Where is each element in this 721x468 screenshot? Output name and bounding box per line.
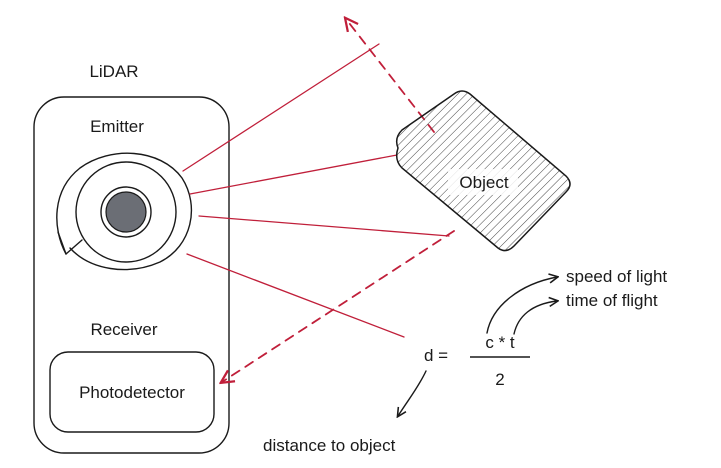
time-of-flight-arrow (513, 301, 557, 335)
lens-core (105, 191, 147, 233)
emitter-lens (56, 152, 193, 271)
lidar-housing (33, 96, 230, 454)
ray-down (186, 253, 405, 338)
speed-of-light-label: speed of light (566, 267, 667, 286)
speed-of-light-arrow (486, 277, 557, 334)
rotation-arrowhead-icon (57, 231, 83, 255)
object-shape (395, 90, 571, 252)
distance-to-object-label: distance to object (263, 436, 396, 455)
ray-up (182, 43, 380, 172)
lidar-title: LiDAR (89, 62, 138, 81)
object-label: Object (459, 173, 508, 192)
reflected-ray-to-receiver (222, 230, 455, 382)
ray-to-object-bottom (198, 215, 450, 237)
emitter-label: Emitter (90, 117, 144, 136)
distance-formula: d = c * t 2 (424, 333, 530, 389)
receiver-label: Receiver (90, 320, 157, 339)
formula-numerator: c * t (485, 333, 515, 352)
reflected-ray-up (346, 19, 435, 133)
time-of-flight-label: time of flight (566, 291, 658, 310)
rotation-arrow-icon (56, 152, 193, 271)
distance-arrow (398, 370, 427, 416)
laser-rays (182, 43, 450, 338)
ray-to-object-top (189, 154, 398, 195)
formula-lhs: d = (424, 346, 448, 365)
photodetector-label: Photodetector (79, 383, 185, 402)
photodetector-box (49, 351, 215, 433)
formula-denominator: 2 (495, 370, 504, 389)
